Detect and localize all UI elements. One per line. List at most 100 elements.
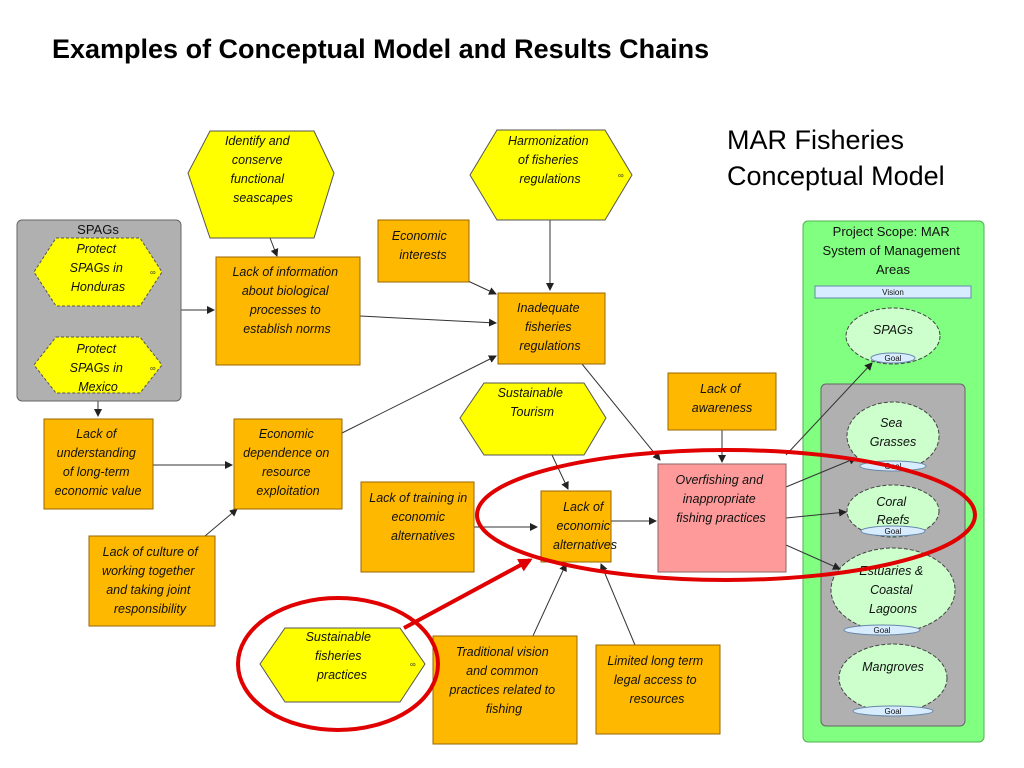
vision-label: Vision xyxy=(882,288,904,297)
factor-lack-information: Lack of information about biological pro… xyxy=(215,256,361,366)
scope-title: Project Scope: MAR System of Management … xyxy=(823,224,964,277)
threat-line: Overfishing and xyxy=(675,473,764,487)
target-label: Estuaries & Coastal Lagoons xyxy=(859,564,926,616)
arrow-overfishing-to-estuaries xyxy=(785,544,841,570)
strategy-line: fisheries xyxy=(315,649,362,663)
factor-line: resources xyxy=(630,692,685,706)
factor-text: Lack of information about biological pro… xyxy=(232,265,341,336)
factor-line: about biological xyxy=(242,284,330,298)
factor-line: Economic xyxy=(392,229,448,243)
highlight-arrow xyxy=(403,558,533,630)
goal-pill xyxy=(852,705,934,717)
goal-label: Goal xyxy=(885,527,902,536)
strategy-line: Harmonization xyxy=(508,134,589,148)
strategy-sustainable-fisheries: Sustainable fisheries practices ∞ xyxy=(259,627,426,703)
scope-title-line: Project Scope: MAR xyxy=(833,224,950,239)
factor-line: interests xyxy=(399,248,446,262)
strategy-line: SPAGs in xyxy=(70,261,123,275)
factor-line: economic xyxy=(392,510,446,524)
strategy-line: Tourism xyxy=(510,405,554,419)
target-label: SPAGs xyxy=(873,323,913,337)
factor-line: Lack of xyxy=(563,500,605,514)
vision-bar xyxy=(814,285,972,299)
factor-lack-understanding: Lack of understanding of long-term econo… xyxy=(43,418,154,510)
factor-traditional-vision: Traditional vision and common practices … xyxy=(432,635,578,745)
highlight-ellipse-threat-chain xyxy=(475,448,977,582)
direct-threat-overfishing: Overfishing and inappropriate fishing pr… xyxy=(657,463,787,573)
factor-text: Lack of training in economic alternative… xyxy=(369,491,470,543)
factor-line: legal access to xyxy=(614,673,697,687)
strategy-line: Mexico xyxy=(78,380,118,394)
factor-line: processes to xyxy=(249,303,321,317)
factor-lack-awareness: Lack of awareness xyxy=(667,372,777,431)
link-icon: ∞ xyxy=(150,364,156,373)
target-label-line: Grasses xyxy=(870,435,917,449)
factor-text: Traditional vision and common practices … xyxy=(448,645,558,716)
strategy-line: functional xyxy=(231,172,286,186)
scope-title-line: Areas xyxy=(876,262,910,277)
arrow-tourism-to-alternatives xyxy=(551,454,569,490)
strategy-identify: Identify and conserve functional seascap… xyxy=(187,130,335,239)
factor-line: Lack of culture of xyxy=(103,545,200,559)
factor-economic-interests: Economic interests xyxy=(377,219,470,283)
factor-line: dependence on xyxy=(243,446,329,460)
target-label-line: Coastal xyxy=(870,583,914,597)
strategy-text: Sustainable Tourism xyxy=(498,386,567,419)
goal-pill xyxy=(870,352,916,364)
strategy-protect-honduras: Protect SPAGs in Honduras xyxy=(70,242,127,294)
arrow-limitedaccess-to-alternatives xyxy=(600,563,636,646)
goal-label: Goal xyxy=(885,354,902,363)
arrow-traditional-to-alternatives xyxy=(531,563,567,639)
strategy-line: Honduras xyxy=(71,280,125,294)
link-icon: ∞ xyxy=(150,268,156,277)
strategy-line: conserve xyxy=(232,153,283,167)
strategy-text: Harmonization of fisheries regulations xyxy=(508,134,592,186)
factor-line: alternatives xyxy=(553,538,617,552)
strategy-line: of fisheries xyxy=(518,153,578,167)
factor-line: Lack of xyxy=(700,382,742,396)
factor-line: fishing xyxy=(486,702,522,716)
factor-line: Lack of information xyxy=(232,265,338,279)
highlight-marks xyxy=(236,448,977,732)
spags-group: SPAGs Protect SPAGs in Honduras Protect … xyxy=(16,219,182,402)
subtitle-line-1: MAR Fisheries xyxy=(727,125,905,155)
strategy-line: Sustainable xyxy=(498,386,563,400)
arrow-lackculture-to-econdep xyxy=(204,508,238,537)
goal-pill xyxy=(860,525,926,537)
strategy-line: Sustainable xyxy=(306,630,371,644)
factor-text: Lack of awareness xyxy=(692,382,752,415)
highlight-ellipse-sustainable-fisheries xyxy=(236,596,440,732)
factor-line: working together xyxy=(102,564,195,578)
factor-line: awareness xyxy=(692,401,752,415)
threat-line: fishing practices xyxy=(676,511,766,525)
factor-inadequate-regulations: Inadequate fisheries regulations xyxy=(497,292,606,365)
strategy-tourism: Sustainable Tourism xyxy=(459,382,607,456)
factor-line: regulations xyxy=(519,339,580,353)
arrow-regs-to-overfishing xyxy=(581,363,661,461)
target-label: Coral Reefs xyxy=(876,495,909,527)
factor-lack-culture: Lack of culture of working together and … xyxy=(88,535,216,627)
factor-line: and taking joint xyxy=(106,583,191,597)
target-label-line: Sea xyxy=(880,416,902,430)
factor-text: Limited long term legal access to resour… xyxy=(607,654,706,706)
factor-line: resource xyxy=(262,465,311,479)
factor-line: Traditional vision xyxy=(456,645,549,659)
goal-pill xyxy=(843,624,921,636)
arrow-overfishing-to-seagrasses xyxy=(785,456,857,488)
strategy-line: seascapes xyxy=(233,191,293,205)
factor-line: Inadequate xyxy=(517,301,580,315)
factor-text: Economic interests xyxy=(392,229,450,262)
arrow-identify-to-lackinfo xyxy=(269,237,279,257)
factor-line: economic xyxy=(557,519,611,533)
goal-label: Goal xyxy=(874,626,891,635)
strategy-line: SPAGs in xyxy=(70,361,123,375)
factor-text: Lack of economic alternatives xyxy=(553,500,617,552)
factor-text: Inadequate fisheries regulations xyxy=(517,301,583,353)
arrow-lackinfo-to-regs xyxy=(359,315,497,327)
factor-line: fisheries xyxy=(525,320,572,334)
factor-line: practices related to xyxy=(448,683,555,697)
target-label: Sea Grasses xyxy=(870,416,917,449)
factor-line: of long-term xyxy=(63,465,130,479)
strategy-line: practices xyxy=(316,668,367,682)
